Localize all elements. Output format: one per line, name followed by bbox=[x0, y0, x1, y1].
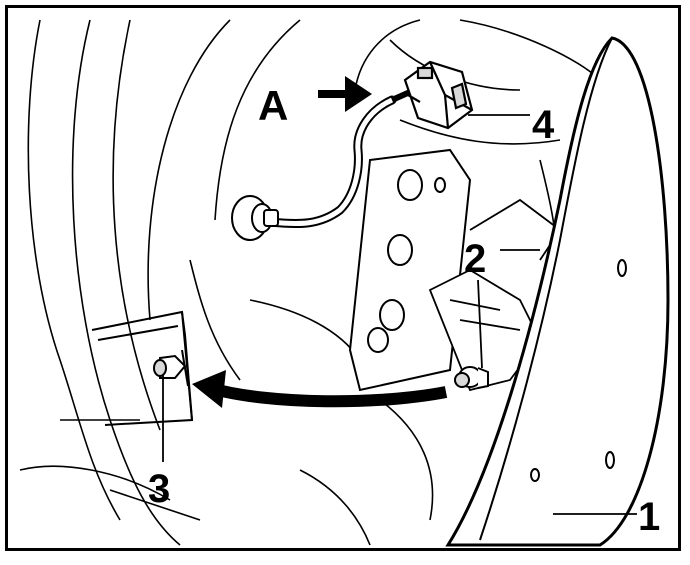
lamp-housing-panel bbox=[91, 310, 194, 426]
clip-fastener bbox=[153, 349, 189, 387]
lamp-lens bbox=[445, 36, 670, 547]
callout-label-4: 4 bbox=[532, 103, 555, 147]
leader-lines bbox=[162, 114, 637, 515]
electrical-connector bbox=[403, 60, 474, 130]
mounting-bracket bbox=[348, 148, 472, 392]
bulb-socket bbox=[231, 195, 279, 241]
wire-harness bbox=[265, 89, 412, 229]
callout-label-2: 2 bbox=[464, 237, 486, 281]
direction-arrow-a bbox=[318, 76, 372, 112]
removal-arrow bbox=[192, 370, 448, 408]
diagram-frame bbox=[5, 5, 681, 551]
callout-label-a: A bbox=[258, 82, 288, 129]
body-shell-lines bbox=[19, 19, 601, 546]
fastener-nut bbox=[454, 366, 489, 389]
callout-label-3: 3 bbox=[148, 467, 170, 511]
callout-label-1: 1 bbox=[638, 495, 660, 539]
